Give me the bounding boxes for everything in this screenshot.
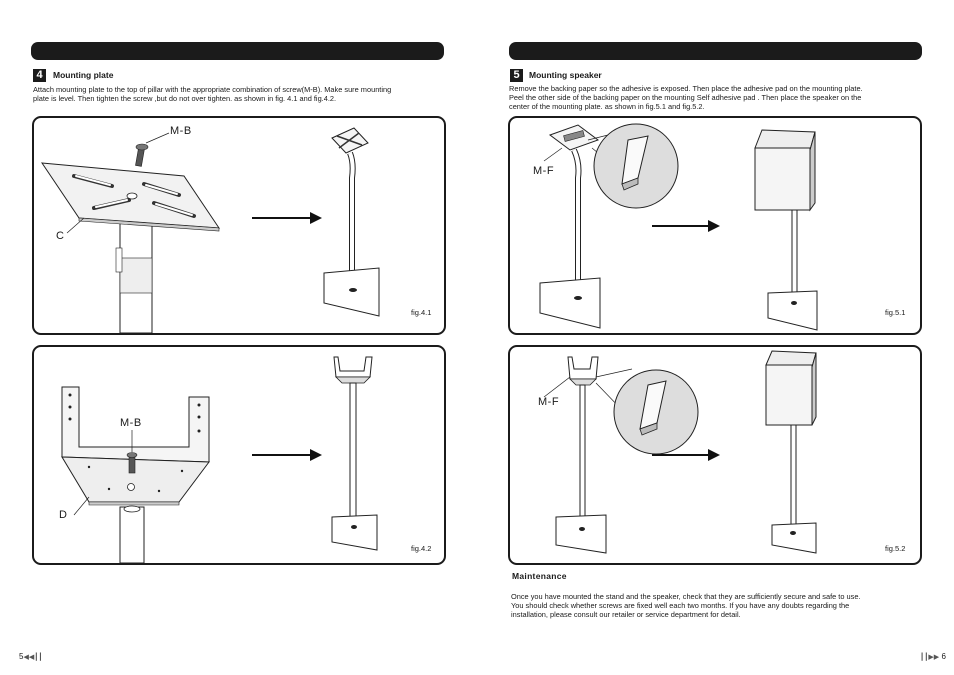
maintenance-heading: Maintenance [512, 571, 567, 581]
maintenance-text-line3: installation, please consult our retaile… [511, 610, 741, 619]
figure-5-1-drawing [539, 123, 818, 331]
figure-caption-4-2: fig.4.2 [411, 544, 432, 553]
page-number-right: ┃┃▶▶ 6 [920, 652, 946, 661]
step-4-badge: 4 [33, 69, 46, 82]
step-5-text-line3: center of the mounting plate. as shown i… [509, 102, 705, 111]
right-header-bar [509, 42, 922, 60]
screw-label-mb: M-B [170, 125, 192, 137]
step-4-text-line1: Attach mounting plate to the top of pill… [33, 85, 392, 94]
page-number-right-value: 6 [941, 652, 946, 661]
left-header-bar [31, 42, 444, 60]
figure-caption-5-2: fig.5.2 [885, 544, 906, 553]
figure-5-2-drawing [543, 350, 817, 554]
maintenance-text-line1: Once you have mounted the stand and the … [511, 592, 861, 601]
page-number-left-value: 5 [19, 652, 24, 661]
figure-4-2-panel: M-B D fig.4.2 [32, 345, 446, 565]
figure-caption-4-1: fig.4.1 [411, 308, 432, 317]
step-5-text-line1: Remove the backing paper so the adhesive… [509, 84, 863, 93]
page-number-left: 5◀◀┃┃ [19, 652, 43, 661]
rewind-arrows-icon: ◀◀┃┃ [23, 654, 43, 661]
figure-caption-5-1: fig.5.1 [885, 308, 906, 317]
pad-label-mf: M-F [533, 165, 555, 177]
part-label-d: D [59, 509, 68, 521]
screw-label-mb-2: M-B [120, 417, 142, 429]
figure-5-1-panel: M-F fig.5.1 [508, 116, 922, 335]
forward-arrows-icon: ┃┃▶▶ [920, 654, 940, 661]
figure-4-1-panel: M-B C fig.4.1 [32, 116, 446, 335]
maintenance-text-line2: You should check whether screws are fixe… [511, 601, 850, 610]
figure-4-2-drawing [61, 356, 378, 563]
step-4-text-line2: plate is level. Then tighten the screw ,… [33, 94, 337, 103]
pad-label-mf-2: M-F [538, 396, 560, 408]
figure-5-2-panel: M-F fig.5.2 [508, 345, 922, 565]
part-label-c: C [56, 230, 65, 242]
figure-4-1-drawing [40, 127, 380, 333]
step-5-badge: 5 [510, 69, 523, 82]
step-5-title: Mounting speaker [529, 70, 602, 80]
step-5-text-line2: Peel the other side of the backing paper… [509, 93, 862, 102]
step-4-title: Mounting plate [53, 70, 114, 80]
